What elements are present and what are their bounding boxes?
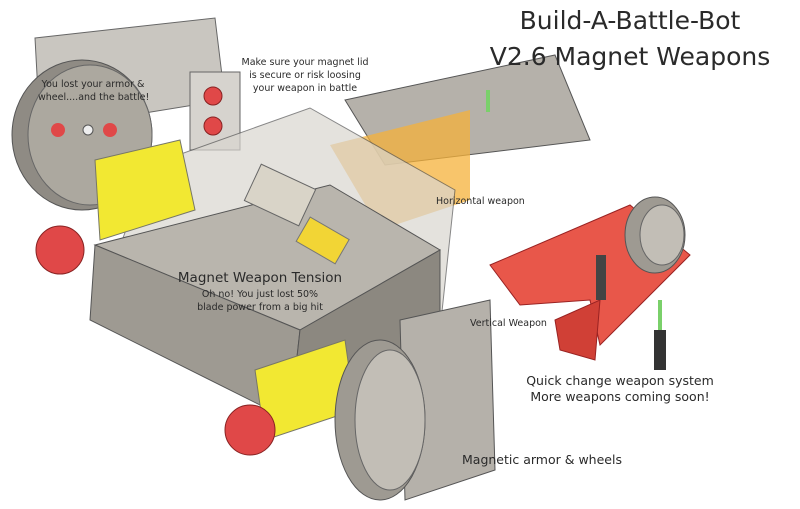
note-line: is secure or risk loosing: [249, 70, 361, 81]
note-line: blade power from a big hit: [197, 302, 323, 313]
front-motor-magnet: [224, 404, 276, 456]
armor-lost-note: You lost your armor & wheel....and the b…: [38, 78, 150, 104]
left-motor-magnet: [35, 225, 85, 275]
center-coupler: [295, 216, 350, 265]
bracket-magnet: [203, 116, 223, 136]
wheel-magnet: [103, 123, 117, 137]
note-line: wheel....and the battle!: [38, 92, 150, 103]
wheel-magnet: [51, 123, 65, 137]
tension-note: Oh no! You just lost 50% blade power fro…: [180, 288, 340, 314]
weapon-post: [654, 330, 666, 370]
note-line: Quick change weapon system: [526, 373, 714, 388]
left-motor: [94, 139, 196, 241]
note-line: You lost your armor &: [41, 79, 145, 90]
front-wheel-face: [354, 349, 426, 491]
title-line-2: V2.6 Magnet Weapons: [489, 42, 771, 71]
note-line: your weapon in battle: [252, 83, 358, 94]
vertical-weapon-pulley-face: [639, 204, 685, 266]
quick-change-note: Quick change weapon system More weapons …: [520, 373, 720, 405]
note-line: More weapons coming soon!: [530, 389, 710, 404]
center-motor: [243, 163, 317, 227]
note-line: Oh no! You just lost 50%: [201, 289, 319, 300]
vertical-weapon-arm: [554, 299, 601, 361]
armor-wheels-label: Magnetic armor & wheels: [462, 452, 622, 467]
weapon-post: [596, 255, 606, 300]
wheel-hub: [82, 124, 94, 136]
title-line-1: Build-A-Battle-Bot: [519, 6, 741, 35]
tension-title: Magnet Weapon Tension: [177, 270, 343, 286]
bracket-magnet: [203, 86, 223, 106]
magnet-lid-note: Make sure your magnet lid is secure or r…: [230, 56, 380, 95]
horizontal-weapon-label: Horizontal weapon: [436, 196, 525, 207]
note-line: Make sure your magnet lid: [241, 57, 369, 68]
vertical-weapon-label: Vertical Weapon: [470, 318, 547, 329]
